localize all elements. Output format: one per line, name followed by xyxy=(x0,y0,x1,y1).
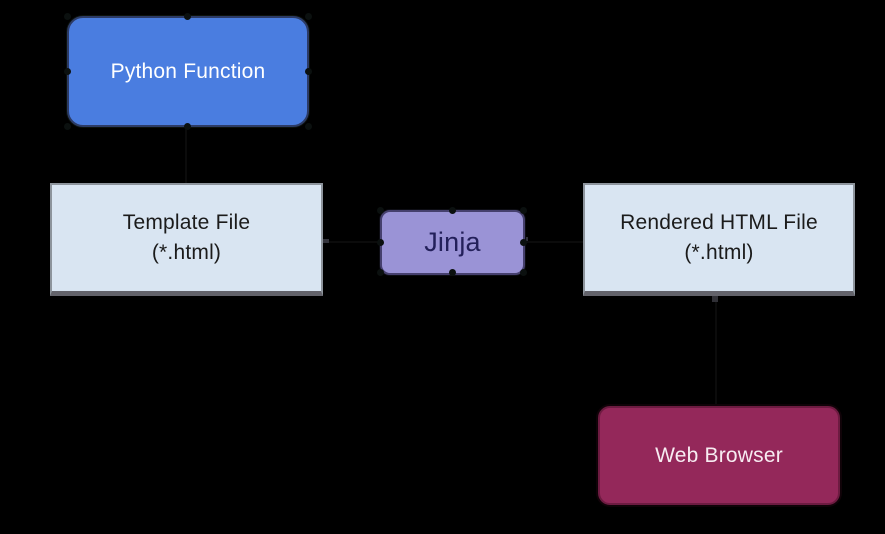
connection-handle xyxy=(184,123,191,130)
connection-handle xyxy=(520,207,527,214)
connection-handle xyxy=(64,13,71,20)
node-sublabel: (*.html) xyxy=(151,241,222,264)
connection-handle xyxy=(64,68,71,75)
node-python-function[interactable]: Python Function xyxy=(67,16,309,127)
connection-handle xyxy=(520,239,527,246)
connector-python-to-template xyxy=(185,127,187,183)
node-label: Template File xyxy=(122,211,251,234)
connection-handle xyxy=(377,239,384,246)
connection-handle xyxy=(377,269,384,276)
node-label: Web Browser xyxy=(655,443,783,467)
connector-stub xyxy=(320,239,329,243)
connector-rendered-to-browser xyxy=(715,296,717,406)
node-label: Python Function xyxy=(110,59,266,83)
connection-handle xyxy=(449,207,456,214)
connection-handle xyxy=(377,207,384,214)
connection-handle xyxy=(184,13,191,20)
node-template-file[interactable]: Template File (*.html) xyxy=(50,183,323,296)
connection-handle xyxy=(305,68,312,75)
node-label: Jinja xyxy=(424,227,481,257)
node-label: Rendered HTML File xyxy=(620,211,818,234)
connection-handle xyxy=(305,123,312,130)
connection-handle xyxy=(449,269,456,276)
connector-stub xyxy=(712,294,718,302)
connection-handle xyxy=(520,269,527,276)
connector-jinja-to-rendered xyxy=(525,241,583,243)
connector-template-to-jinja xyxy=(323,241,380,243)
node-jinja[interactable]: Jinja xyxy=(380,210,525,275)
node-web-browser[interactable]: Web Browser xyxy=(598,406,840,505)
connection-handle xyxy=(64,123,71,130)
connection-handle xyxy=(305,13,312,20)
node-sublabel: (*.html) xyxy=(684,241,754,264)
node-rendered-html-file[interactable]: Rendered HTML File (*.html) xyxy=(583,183,855,296)
